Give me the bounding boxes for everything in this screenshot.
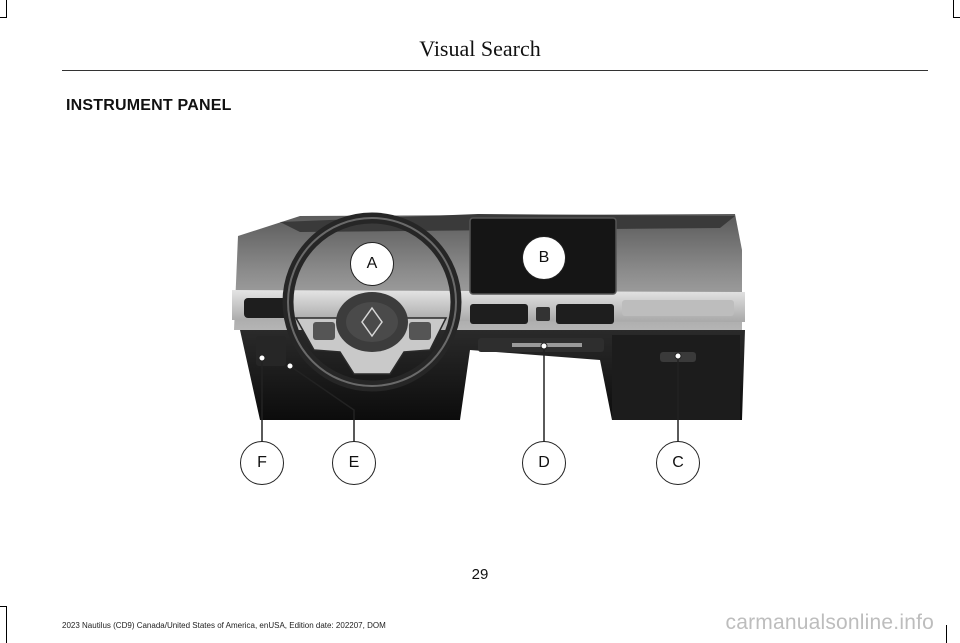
center-vent-left	[470, 304, 528, 324]
watermark-text: carmanualsonline.info	[725, 611, 934, 634]
hazard-button	[536, 307, 550, 321]
callout-b: B	[522, 236, 566, 280]
page-header-title: Visual Search	[419, 36, 541, 61]
crop-mark-top-right-v	[953, 0, 954, 18]
header-rule	[62, 70, 928, 71]
crop-mark-bottom-left-h	[0, 606, 7, 607]
section-title: INSTRUMENT PANEL	[66, 97, 232, 114]
left-switch-panel	[256, 336, 286, 366]
lincoln-logo	[361, 306, 383, 338]
callout-c: C	[656, 441, 700, 485]
callout-d: D	[522, 441, 566, 485]
crop-mark-bottom-left-v	[6, 606, 7, 643]
callout-e: E	[332, 441, 376, 485]
crop-mark-top-left-v	[6, 0, 7, 18]
leader-line-e	[289, 365, 355, 442]
glove-box	[612, 335, 740, 420]
page-number: 29	[471, 566, 489, 583]
crop-mark-top-right-h	[953, 17, 960, 18]
footer-edition-text: 2023 Nautilus (CD9) Canada/United States…	[62, 621, 386, 630]
crop-mark-top-left-h	[0, 17, 7, 18]
left-vent	[244, 298, 288, 318]
passenger-vent	[622, 300, 734, 316]
crop-mark-bottom-right-v	[946, 625, 947, 643]
callout-a: A	[350, 242, 394, 286]
callout-f: F	[240, 441, 284, 485]
center-vent-right	[556, 304, 614, 324]
